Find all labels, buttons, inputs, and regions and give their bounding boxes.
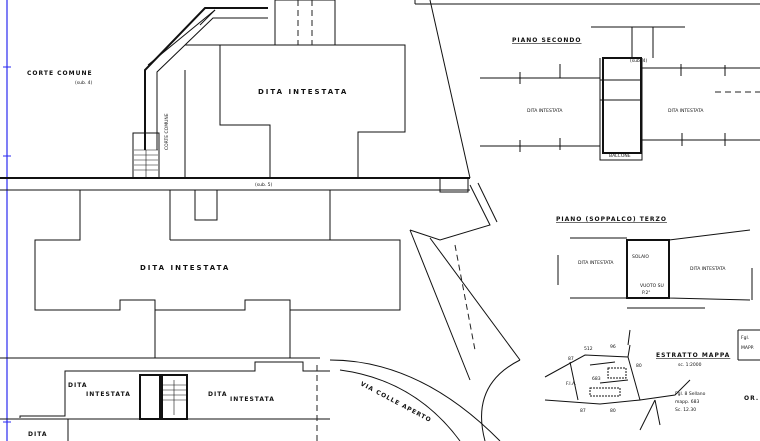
cartouche-fgl: Fgl. [741,335,749,341]
top-building-label: DITA INTESTATA [258,88,348,96]
estratto-mappale: mapp. 683 [675,399,699,405]
lower-building [34,189,401,358]
cartouche-ora: OR. [744,395,759,402]
sub5-label: (sub. 5) [255,182,273,188]
piano-secondo-plan [480,26,760,161]
corte-comune-label: CORTE COMUNE [27,70,93,77]
piano-terzo-left: DITA INTESTATA [578,260,614,266]
cartouche-mapp: MAPP. [741,345,754,351]
vuoto-label-b: P.2° [642,290,651,296]
solaio-label: SOLAIO [632,254,649,260]
bottom-corner-label: DITA [28,431,47,438]
bottom-left-label-b: INTESTATA [86,391,131,398]
corte-comune-vertical: CORTE COMUNE [164,113,170,150]
piano-terzo-plan [557,229,753,309]
bottom-right-label-a: DITA [208,391,227,398]
map-extract [544,329,691,431]
piano-secondo-right: DITA INTESTATA [668,108,704,114]
estratto-area: Sc. 12.30 [675,407,696,413]
parcel-label: 87 [568,356,574,362]
estratto-title: ESTRATTO MAPPA [656,352,730,359]
street-edge [329,359,501,441]
piano-terzo-right: DITA INTESTATA [690,266,726,272]
top-building [185,44,271,178]
parcel-label: F.I.A. [566,381,576,387]
parcel-label: 87 [580,408,586,414]
parcel-label: 512 [584,346,593,352]
estratto-foglio: Fgl. 8 Sellano [675,391,706,397]
parcel-label: 96 [610,344,616,350]
bottom-left-label-a: DITA [68,382,87,389]
piano-terzo-title: PIANO (SOPPALCO) TERZO [556,216,667,223]
piano-secondo-left: DITA INTESTATA [527,108,563,114]
bottom-building [0,357,330,441]
piano-secondo-sub4: (sub. 4) [630,58,648,64]
lower-building-label: DITA INTESTATA [140,264,230,272]
parcel-label: 80 [610,408,616,414]
stair-right [409,182,521,441]
piano-secondo-title: PIANO SECONDO [512,37,582,44]
bottom-right-label-b: INTESTATA [230,396,275,403]
parcel-label: 80 [636,363,642,369]
vuoto-label: VUOTO SU [640,283,664,289]
estratto-scale: sc. 1:2000 [678,362,702,368]
sub4-label: (sub. 4) [75,80,93,86]
balcone-label: BALCONE [609,153,631,159]
parcel-label: 683 [592,376,601,382]
